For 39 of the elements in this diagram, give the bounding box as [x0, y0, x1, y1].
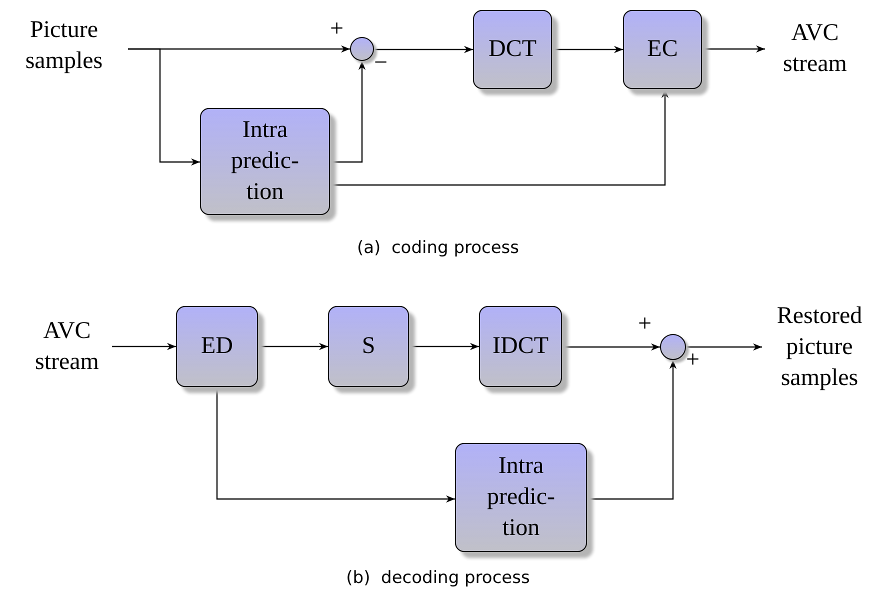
- arrow: [128, 48, 200, 166]
- signal-label: AVC stream: [34, 317, 100, 377]
- arrow: [562, 343, 660, 351]
- process-block: [328, 306, 409, 387]
- block-label: IDCT: [492, 332, 548, 361]
- arrow: [112, 342, 176, 350]
- block-label: ED: [201, 332, 233, 361]
- signal-label: AVC stream: [782, 19, 848, 79]
- process-block: [455, 443, 587, 552]
- process-block: [479, 306, 562, 387]
- block-label: Intra predic- tion: [486, 452, 556, 543]
- arrow: [552, 46, 623, 54]
- process-block: [176, 306, 258, 387]
- arrow: [216, 387, 455, 503]
- process-block: [623, 10, 702, 89]
- arrow: [702, 45, 765, 53]
- sign-label: +: [686, 348, 700, 372]
- block-label: DCT: [488, 35, 536, 64]
- arrow: [330, 61, 366, 163]
- summing-junction: [350, 37, 374, 61]
- arrow: [409, 342, 479, 350]
- subfigure-caption: (a) coding process: [356, 238, 520, 258]
- sign-label: +: [638, 312, 652, 336]
- arrow: [374, 46, 473, 54]
- summing-junction: [660, 334, 686, 360]
- arrow: [686, 343, 762, 351]
- signal-label: Picture samples: [24, 16, 104, 76]
- subfigure-caption: (b) decoding process: [346, 568, 530, 588]
- process-block: [200, 108, 330, 215]
- process-block: [473, 10, 552, 89]
- sign-label: +: [330, 17, 344, 41]
- block-label: EC: [647, 35, 678, 64]
- arrow: [330, 89, 669, 186]
- block-label: S: [362, 332, 376, 361]
- signal-label: Restored picture samples: [776, 302, 864, 392]
- arrow: [587, 360, 677, 500]
- sign-label: −: [374, 51, 388, 75]
- block-label: Intra predic- tion: [230, 116, 300, 207]
- arrow: [258, 342, 328, 350]
